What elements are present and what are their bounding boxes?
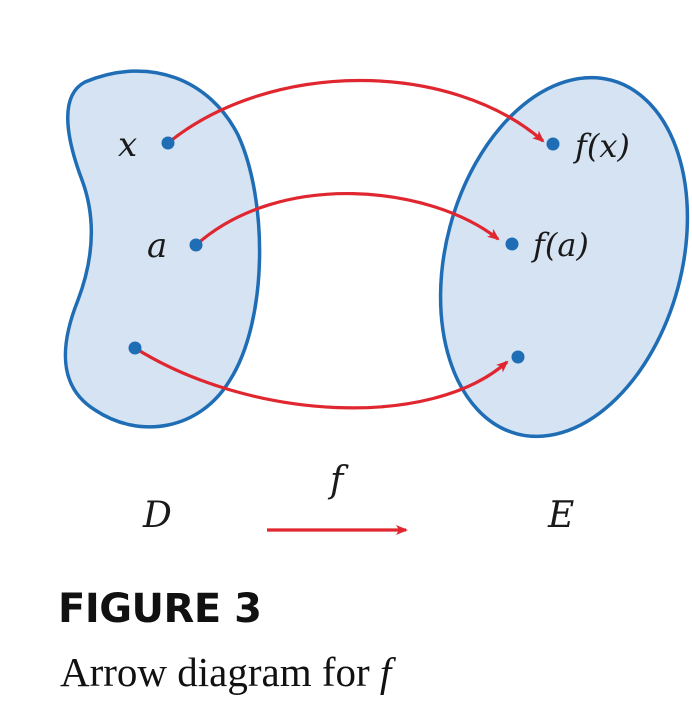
domain-point-x [161,136,175,150]
image-point-fa [505,237,519,251]
image-point-third [511,350,525,364]
codomain-set-shape [438,75,690,439]
domain-point-third [128,341,142,355]
label-x: x [118,125,137,165]
label-fa: f(a) [531,226,589,264]
mapping-arrow-a [194,191,500,247]
domain-point-a [189,238,203,252]
domain-label: D [142,495,172,536]
domain-set-shape [63,69,262,429]
caption-text: Arrow diagram for [60,649,380,695]
label-a: a [147,226,167,266]
codomain-label: E [547,495,574,536]
image-point-fx [546,137,560,151]
function-label: f [327,460,349,501]
figure-caption: Arrow diagram for f [60,648,391,696]
figure-title: FIGURE 3 [58,586,262,632]
mapping-arrow-third [134,346,509,410]
mapping-arrow-x [166,79,545,145]
label-fx: f(x) [573,127,630,165]
caption-function-name: f [379,649,392,695]
